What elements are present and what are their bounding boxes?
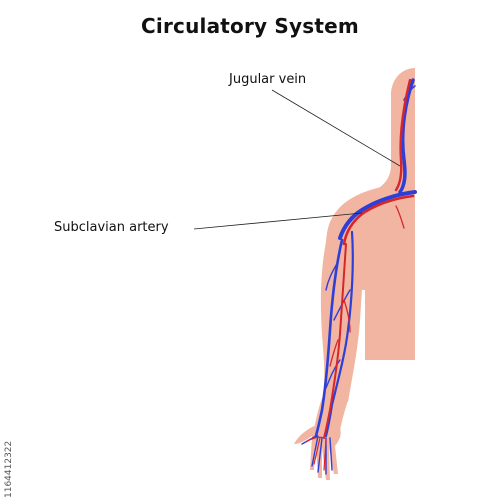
hand-shape (294, 426, 341, 480)
vein-branch-3 (325, 359, 341, 389)
artery-branch-1 (343, 299, 351, 333)
arteries (305, 78, 415, 471)
subclavian-leader-line (193, 212, 363, 230)
shoulder-artery-branch (395, 205, 405, 229)
veins (301, 78, 417, 475)
leader-lines (193, 89, 401, 230)
carotid-artery (394, 78, 412, 192)
artery-branch-2 (329, 339, 339, 367)
jugular-vein-trunk (398, 78, 415, 194)
basilic-vein (324, 230, 354, 438)
vein-branch-1 (325, 261, 339, 291)
body-silhouette (294, 68, 415, 480)
subclavian-vein (338, 190, 417, 240)
diagram-title: Circulatory System (141, 14, 359, 38)
stock-image-id: 1164412322 (4, 440, 14, 498)
cephalic-vein (314, 238, 344, 438)
hand-arteries (305, 436, 327, 471)
jugular-vein-label: Jugular vein (229, 72, 307, 87)
brachial-artery (323, 243, 347, 439)
subclavian-artery (342, 194, 415, 246)
subclavian-artery-label: Subclavian artery (54, 220, 169, 235)
jugular-leader-line (271, 89, 401, 167)
hand-veins (301, 435, 333, 475)
